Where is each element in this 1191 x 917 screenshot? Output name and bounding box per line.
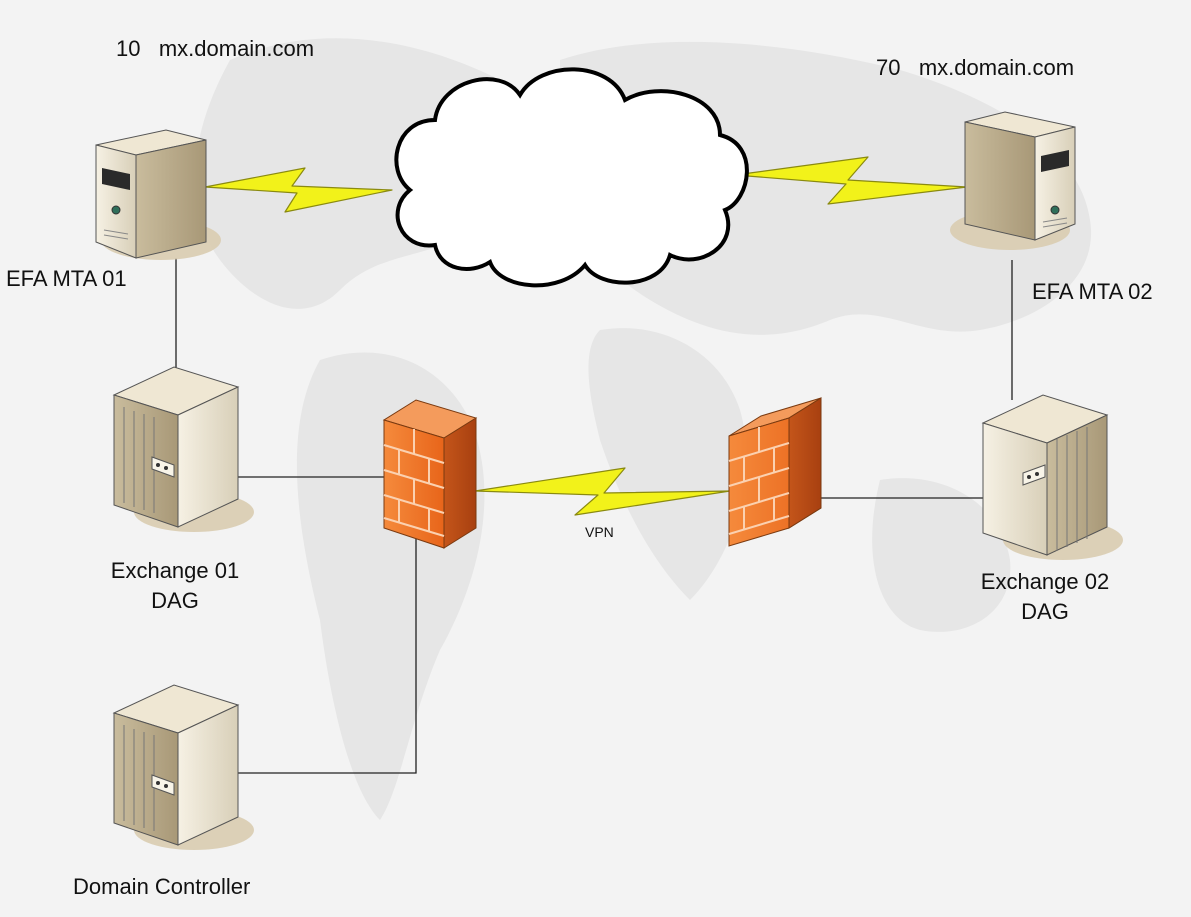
exchange-02-dag: DAG xyxy=(1021,598,1069,624)
mx-priority-2: 70 xyxy=(876,55,901,80)
efa-mta-02-server-icon xyxy=(950,111,1076,250)
exchange-01-dag: DAG xyxy=(151,587,199,613)
mx-priority-1: 10 xyxy=(116,36,141,61)
lightning-bolt-efa01-cloud xyxy=(204,167,393,213)
domain-controller-server-icon xyxy=(112,684,254,850)
firewall-02-icon xyxy=(728,397,822,547)
internet-cloud-icon xyxy=(394,67,749,288)
mx-host-2: mx.domain.com xyxy=(918,55,1075,80)
efa-mta-01-server-icon xyxy=(95,129,221,260)
mx-record-2: 70 mx.domain.com xyxy=(876,53,1074,83)
firewall-01-icon xyxy=(382,399,478,549)
domain-controller-label: Domain Controller xyxy=(73,874,251,899)
mx-record-1: 10 mx.domain.com xyxy=(116,34,314,64)
exchange-02-name: Exchange 02 xyxy=(980,569,1110,594)
exchange-02-server-icon xyxy=(981,394,1123,560)
lightning-links xyxy=(204,156,968,516)
exchange-01-server-icon xyxy=(112,366,254,532)
efa-mta-02-label: EFA MTA 02 xyxy=(1032,279,1153,304)
exchange-01-name: Exchange 01 xyxy=(110,558,240,583)
mx-host-1: mx.domain.com xyxy=(158,36,315,61)
exchange-02-label: Exchange 02 DAG xyxy=(964,567,1126,626)
connections xyxy=(175,258,1013,774)
efa-mta-01-label: EFA MTA 01 xyxy=(6,266,127,291)
link-firewall01-domaincontroller xyxy=(238,530,417,774)
vpn-label: VPN xyxy=(585,524,614,540)
exchange-01-label: Exchange 01 DAG xyxy=(94,556,256,615)
